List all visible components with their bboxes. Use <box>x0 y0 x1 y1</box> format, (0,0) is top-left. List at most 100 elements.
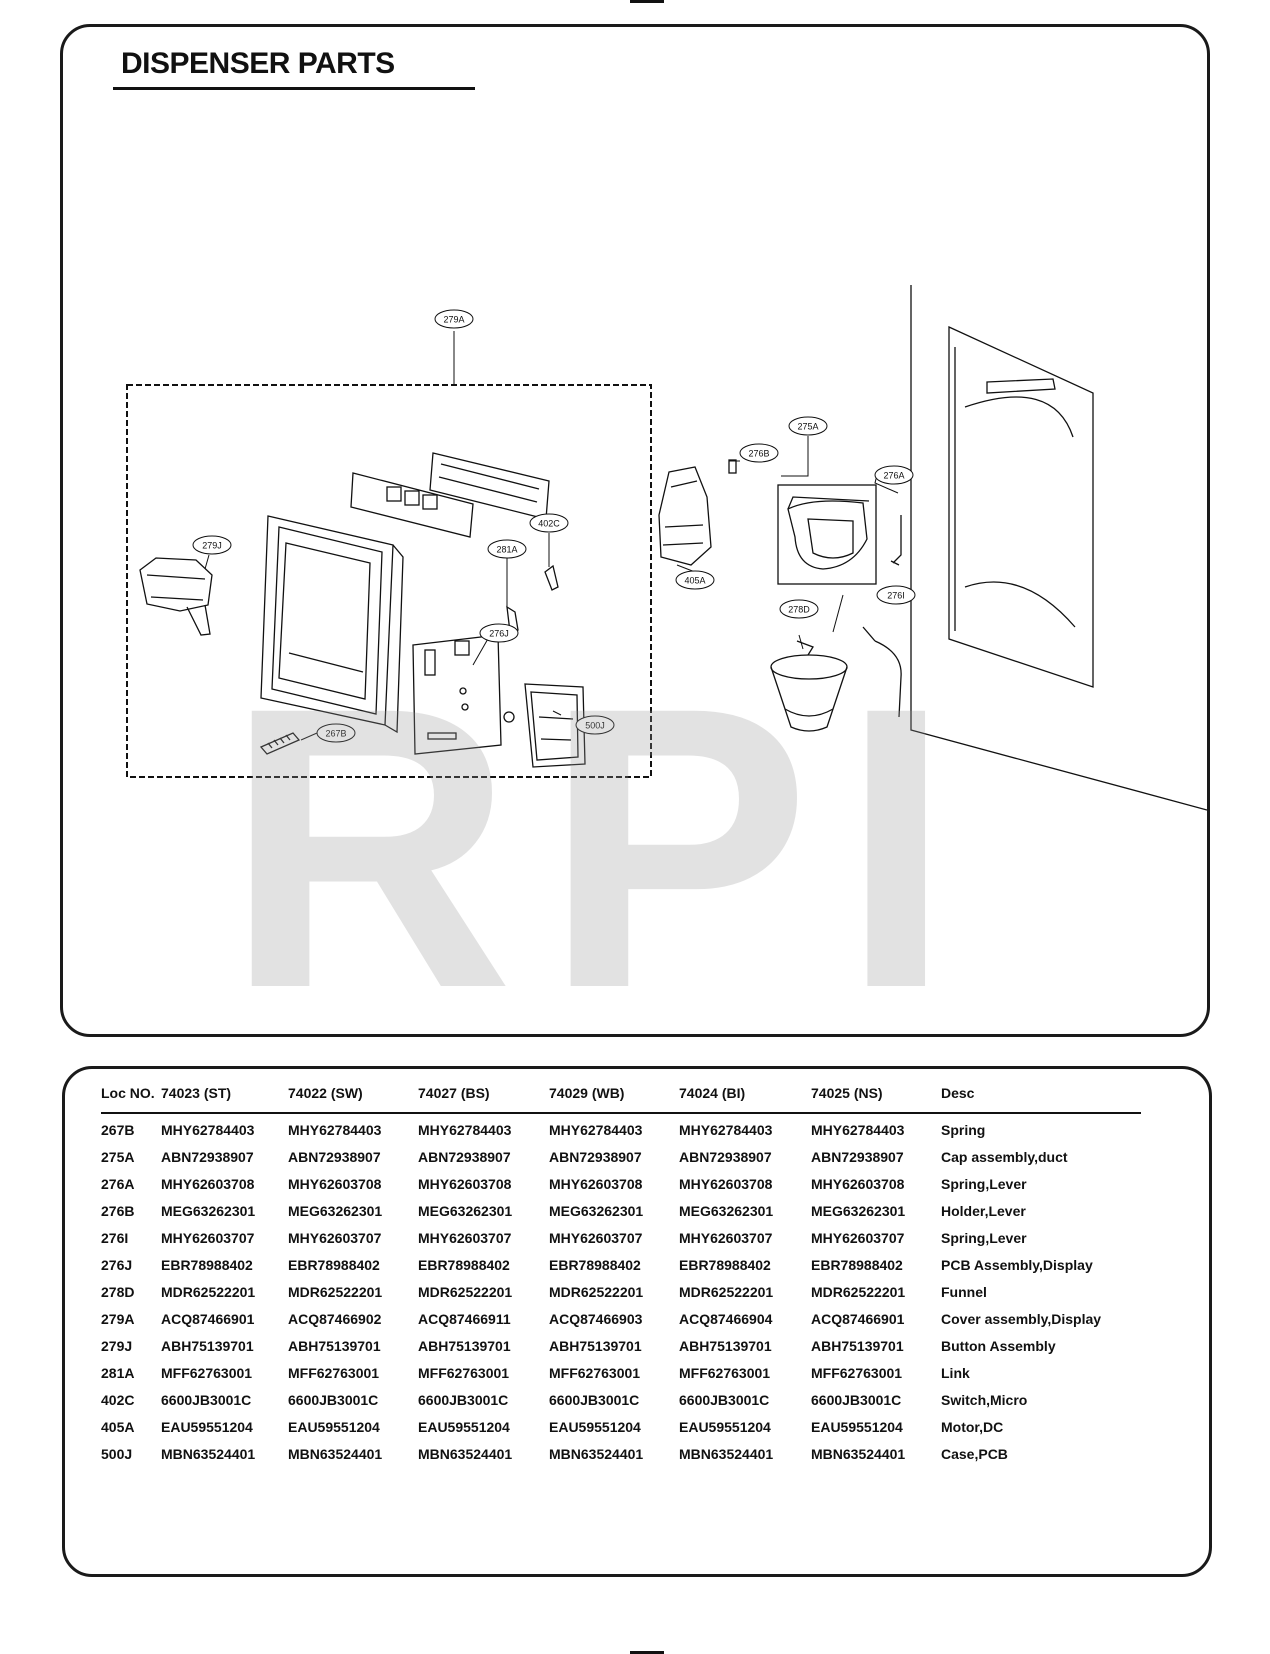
table-row: 279A ACQ87466901 ACQ87466902 ACQ87466911… <box>101 1305 1141 1332</box>
diagram-panel: DISPENSER PARTS <box>60 24 1210 1037</box>
cell-part-bs: MFF62763001 <box>418 1364 510 1381</box>
cell-part-ns: MDR62522201 <box>811 1283 906 1300</box>
callout-275A-text: 275A <box>797 421 818 431</box>
callout-281A-text: 281A <box>496 544 517 554</box>
cell-part-wb: 6600JB3001C <box>549 1391 640 1408</box>
callout-500J: 500J <box>575 715 615 735</box>
pcb-case-drawing <box>503 683 586 768</box>
cell-desc: Funnel <box>941 1283 987 1300</box>
callout-276B: 276B <box>739 443 779 463</box>
cell-loc-no: 276I <box>101 1229 129 1246</box>
table-row: 402C 6600JB3001C 6600JB3001C 6600JB3001C… <box>101 1386 1141 1413</box>
callout-276J-text: 276J <box>489 628 509 638</box>
cell-part-st: MBN63524401 <box>161 1445 256 1462</box>
table-row: 276I MHY62603707 MHY62603707 MHY62603707… <box>101 1224 1141 1251</box>
callout-276A: 276A <box>874 465 914 485</box>
cell-part-bi: MHY62603707 <box>679 1229 773 1246</box>
table-row: 405A EAU59551204 EAU59551204 EAU59551204… <box>101 1413 1141 1440</box>
cell-part-ns: MFF62763001 <box>811 1364 903 1381</box>
callout-267B: 267B <box>316 723 356 743</box>
cell-part-bi: ACQ87466904 <box>679 1310 773 1327</box>
cell-desc: Spring,Lever <box>941 1229 1027 1246</box>
cell-part-st: MHY62603708 <box>161 1175 255 1192</box>
header-74029-wb: 74029 (WB) <box>549 1083 679 1114</box>
cell-part-bi: EBR78988402 <box>679 1256 771 1273</box>
cell-part-bs: MHY62784403 <box>418 1121 512 1138</box>
cell-part-wb: ACQ87466903 <box>549 1310 643 1327</box>
cell-part-st: EBR78988402 <box>161 1256 253 1273</box>
cell-desc: Link <box>941 1364 970 1381</box>
link-and-switch-drawing <box>506 564 559 633</box>
cell-desc: Spring <box>941 1121 986 1138</box>
cell-part-sw: EAU59551204 <box>288 1418 380 1435</box>
callout-275A: 275A <box>788 416 828 436</box>
pcb-drawing <box>412 634 502 755</box>
cell-part-bs: 6600JB3001C <box>418 1391 509 1408</box>
cell-part-st: EAU59551204 <box>161 1418 253 1435</box>
cell-part-sw: MEG63262301 <box>288 1202 383 1219</box>
page-bottom-mark <box>630 1651 664 1654</box>
cell-loc-no: 276J <box>101 1256 133 1273</box>
callout-279A: 279A <box>434 309 474 329</box>
cell-desc: Cover assembly,Display <box>941 1310 1102 1327</box>
cell-loc-no: 276B <box>101 1202 135 1219</box>
cell-part-ns: 6600JB3001C <box>811 1391 902 1408</box>
cell-part-bs: ABH75139701 <box>418 1337 511 1354</box>
cell-part-bs: MBN63524401 <box>418 1445 513 1462</box>
callout-279J-text: 279J <box>202 540 222 550</box>
callout-279A-text: 279A <box>443 314 464 324</box>
callout-402C-text: 402C <box>538 518 560 528</box>
cell-part-st: MHY62784403 <box>161 1121 255 1138</box>
cell-part-bi: MBN63524401 <box>679 1445 774 1462</box>
cell-part-bs: MHY62603707 <box>418 1229 512 1246</box>
cell-part-bs: ACQ87466911 <box>418 1310 511 1327</box>
cell-part-wb: EAU59551204 <box>549 1418 641 1435</box>
parts-table: Loc NO. 74023 (ST) 74022 (SW) 74027 (BS)… <box>101 1083 1141 1467</box>
cell-part-bi: 6600JB3001C <box>679 1391 770 1408</box>
cell-part-sw: MHY62784403 <box>288 1121 382 1138</box>
page-top-mark <box>630 0 664 3</box>
callout-276B-text: 276B <box>748 448 769 458</box>
cell-part-wb: MFF62763001 <box>549 1364 641 1381</box>
holder-lever-drawing <box>728 459 737 474</box>
cell-part-bs: ABN72938907 <box>418 1148 511 1165</box>
cell-part-wb: MEG63262301 <box>549 1202 644 1219</box>
cell-part-ns: MHY62603708 <box>811 1175 905 1192</box>
cell-part-wb: MHY62603708 <box>549 1175 643 1192</box>
spring-276A-drawing <box>890 515 902 566</box>
funnel-drawing <box>770 640 848 732</box>
display-cover-drawing <box>260 515 404 734</box>
dc-motor-drawing <box>658 466 712 566</box>
parts-table-header-row: Loc NO. 74023 (ST) 74022 (SW) 74027 (BS)… <box>101 1083 1141 1114</box>
table-row: 278D MDR62522201 MDR62522201 MDR62522201… <box>101 1278 1141 1305</box>
cell-part-wb: MDR62522201 <box>549 1283 644 1300</box>
spring-276I-drawing <box>862 626 902 718</box>
header-loc-no: Loc NO. <box>101 1083 161 1114</box>
cap-assembly-drawing <box>787 496 870 570</box>
cell-loc-no: 500J <box>101 1445 133 1462</box>
cell-part-st: MHY62603707 <box>161 1229 255 1246</box>
cell-desc: Case,PCB <box>941 1445 1008 1462</box>
table-row: 276J EBR78988402 EBR78988402 EBR78988402… <box>101 1251 1141 1278</box>
cell-part-sw: MHY62603707 <box>288 1229 382 1246</box>
header-74027-bs: 74027 (BS) <box>418 1083 549 1114</box>
callout-278D: 278D <box>779 599 819 619</box>
table-row: 267B MHY62784403 MHY62784403 MHY62784403… <box>101 1113 1141 1143</box>
cell-part-ns: ABH75139701 <box>811 1337 904 1354</box>
callout-281A: 281A <box>487 539 527 559</box>
header-74023-st: 74023 (ST) <box>161 1083 288 1114</box>
callout-267B-text: 267B <box>325 728 346 738</box>
callout-278D-text: 278D <box>788 604 810 614</box>
cell-part-bs: MDR62522201 <box>418 1283 513 1300</box>
cell-loc-no: 281A <box>101 1364 135 1381</box>
cell-part-st: MFF62763001 <box>161 1364 253 1381</box>
cell-part-st: MEG63262301 <box>161 1202 256 1219</box>
refrigerator-door-drawing <box>910 285 1207 811</box>
cell-part-sw: ABH75139701 <box>288 1337 381 1354</box>
cell-part-wb: MHY62603707 <box>549 1229 643 1246</box>
cell-part-sw: MDR62522201 <box>288 1283 383 1300</box>
callout-279J: 279J <box>192 535 232 555</box>
table-row: 500J MBN63524401 MBN63524401 MBN63524401… <box>101 1440 1141 1467</box>
header-74022-sw: 74022 (SW) <box>288 1083 418 1114</box>
cell-part-wb: ABN72938907 <box>549 1148 642 1165</box>
